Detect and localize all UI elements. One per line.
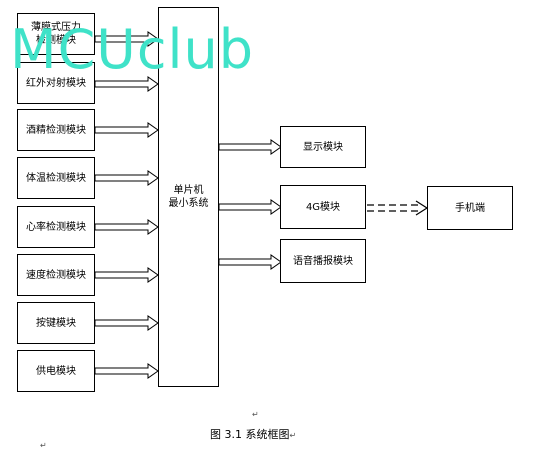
module-label: 速度检测模块 <box>26 269 86 281</box>
return-mark-bottom: ↵ <box>40 441 47 450</box>
arrow-voice <box>218 254 282 270</box>
mcu-label-line1: 单片机 <box>173 185 204 196</box>
arrow-heart <box>94 219 159 235</box>
module-alcohol: 酒精检测模块 <box>17 109 95 151</box>
figure-caption: 图 3.1 系统框图↵ <box>210 428 297 441</box>
module-heart-rate: 心率检测模块 <box>17 206 95 248</box>
arrow-temp <box>94 170 159 186</box>
arrow-4g <box>218 199 282 215</box>
phone-end: 手机端 <box>427 186 513 230</box>
arrow-infrared <box>94 76 159 92</box>
module-label: 红外对射模块 <box>26 77 86 89</box>
module-label: 4G模块 <box>305 201 341 213</box>
arrow-alcohol <box>94 122 159 138</box>
module-voice: 语音播报模块 <box>280 239 366 283</box>
phone-label: 手机端 <box>455 202 485 214</box>
module-power: 供电模块 <box>17 350 95 392</box>
module-display: 显示模块 <box>280 126 366 168</box>
module-keys: 按键模块 <box>17 302 95 344</box>
module-temperature: 体温检测模块 <box>17 157 95 199</box>
module-label: 供电模块 <box>36 365 76 377</box>
module-label: 体温检测模块 <box>26 172 86 184</box>
module-pressure: 薄膜式压力检测模块 <box>17 13 95 55</box>
module-speed: 速度检测模块 <box>17 254 95 296</box>
arrow-speed <box>94 267 159 283</box>
arrow-pressure <box>94 31 159 47</box>
module-infrared: 红外对射模块 <box>17 62 95 104</box>
arrow-key <box>94 315 159 331</box>
module-label: 薄膜式压力检测模块 <box>31 22 81 46</box>
right-arrows <box>218 139 282 270</box>
return-mark: ↵ <box>252 410 259 419</box>
arrow-display <box>218 139 282 155</box>
module-label: 显示模块 <box>303 141 343 153</box>
mcu-label-line2: 最小系统 <box>168 198 209 209</box>
dashed-arrow-phone <box>367 200 429 216</box>
arrow-power <box>94 363 159 379</box>
module-label: 酒精检测模块 <box>26 124 86 136</box>
module-label: 语音播报模块 <box>293 255 353 267</box>
module-4g: 4G模块 <box>280 185 366 229</box>
left-arrows <box>94 31 159 379</box>
module-label: 心率检测模块 <box>26 221 86 233</box>
watermark-mcuclub: MCUclub <box>10 18 255 81</box>
module-label: 按键模块 <box>36 317 76 329</box>
mcu-minimum-system: 单片机 最小系统 <box>158 7 219 387</box>
